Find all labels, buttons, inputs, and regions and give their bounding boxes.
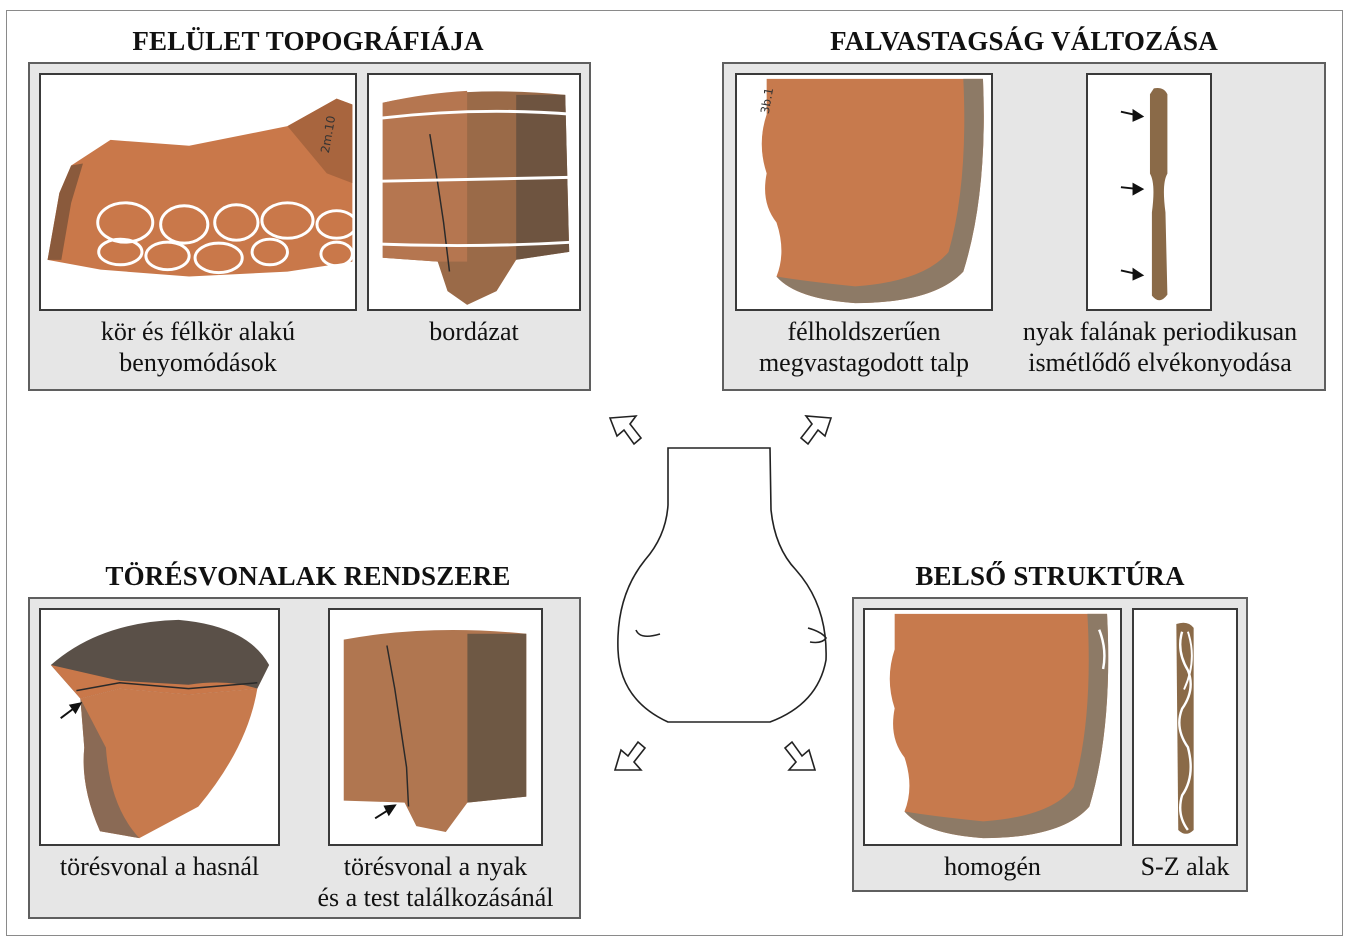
heading-surface-topography: FELÜLET TOPOGRÁFIÁJA bbox=[28, 26, 588, 57]
caption-line: bordázat bbox=[367, 316, 581, 347]
caption-periodic-thinning: nyak falának periodikusan ismétlődő elvé… bbox=[1000, 316, 1320, 378]
caption-line: ismétlődő elvékonyodása bbox=[1000, 347, 1320, 378]
photo-s-z-shape bbox=[1132, 608, 1238, 846]
caption-line: S-Z alak bbox=[1124, 851, 1246, 882]
caption-line: félholdszerűen bbox=[726, 316, 1002, 347]
caption-line: törésvonal a hasnál bbox=[32, 851, 287, 882]
caption-line: törésvonal a nyak bbox=[290, 851, 581, 882]
caption-impressions: kör és félkör alakú benyomódások bbox=[39, 316, 357, 378]
panel-surface-topography: 2m.10 bbox=[28, 62, 591, 391]
caption-line: nyak falának periodikusan bbox=[1000, 316, 1320, 347]
caption-homogeneous: homogén bbox=[863, 851, 1122, 882]
panel-fracture-lines: törésvonal a hasnál törésvonal a nyak és… bbox=[28, 597, 581, 919]
heading-wall-thickness: FALVASTAGSÁG VÁLTOZÁSA bbox=[724, 26, 1324, 57]
photo-homogeneous bbox=[863, 608, 1122, 846]
photo-thickened-base: 3b.1 bbox=[735, 73, 993, 311]
caption-neck-body-fracture: törésvonal a nyak és a test találkozásán… bbox=[290, 851, 581, 913]
caption-line: megvastagodott talp bbox=[726, 347, 1002, 378]
caption-s-z-shape: S-Z alak bbox=[1124, 851, 1246, 882]
photo-ribbing bbox=[367, 73, 581, 311]
caption-line: kör és félkör alakú bbox=[39, 316, 357, 347]
caption-belly-fracture: törésvonal a hasnál bbox=[32, 851, 287, 882]
heading-inner-structure: BELSŐ STRUKTÚRA bbox=[852, 561, 1248, 592]
caption-ribbing: bordázat bbox=[367, 316, 581, 347]
caption-line: benyomódások bbox=[39, 347, 357, 378]
heading-fracture-lines: TÖRÉSVONALAK RENDSZERE bbox=[28, 561, 588, 592]
caption-line: és a test találkozásánál bbox=[290, 882, 581, 913]
caption-line: homogén bbox=[863, 851, 1122, 882]
photo-impressions: 2m.10 bbox=[39, 73, 357, 311]
photo-neck-body-fracture bbox=[328, 608, 543, 846]
photo-periodic-thinning bbox=[1086, 73, 1212, 311]
panel-inner-structure: homogén S-Z alak bbox=[852, 597, 1248, 892]
caption-thickened-base: félholdszerűen megvastagodott talp bbox=[726, 316, 1002, 378]
photo-belly-fracture bbox=[39, 608, 280, 846]
panel-wall-thickness: 3b.1 félholdszerűen megvastagodott talp … bbox=[722, 62, 1326, 391]
